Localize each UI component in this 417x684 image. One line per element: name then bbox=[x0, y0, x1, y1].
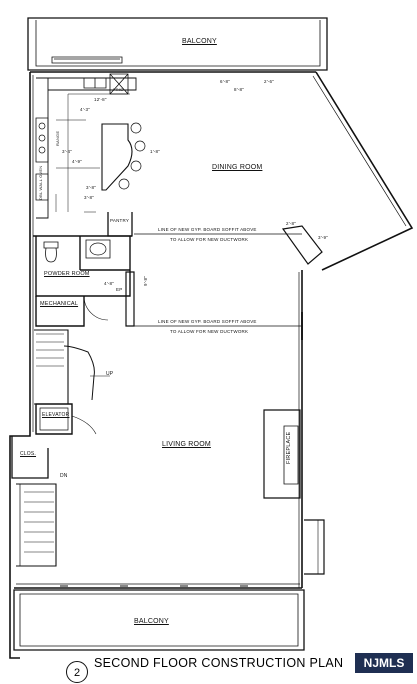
exterior-wall-left bbox=[9, 72, 31, 659]
powder-room-walls bbox=[35, 236, 131, 297]
dim-label: 3'-8" bbox=[86, 185, 96, 190]
fireplace-outline bbox=[263, 409, 301, 499]
ep-label: EP bbox=[116, 287, 123, 292]
plan-title: SECOND FLOOR CONSTRUCTION PLAN bbox=[94, 656, 344, 670]
closet-walls bbox=[11, 436, 49, 479]
njmls-logo: NJMLS bbox=[355, 653, 413, 673]
dim-label: 8'-8" bbox=[234, 87, 244, 92]
soffit-note-1b: TO ALLOW FOR NEW DUCTWORK bbox=[170, 237, 249, 242]
dim-label: 9'-8" bbox=[143, 276, 148, 286]
fireplace-label: FIREPLACE bbox=[286, 431, 292, 464]
soffit-note-2b: TO ALLOW FOR NEW DUCTWORK bbox=[170, 329, 249, 334]
frig-label: FRIG bbox=[113, 87, 124, 92]
elevator-shaft bbox=[35, 403, 73, 435]
elevator-door-swing bbox=[71, 415, 97, 435]
dim-label: 6'-8" bbox=[220, 79, 230, 84]
wall-oven bbox=[35, 173, 49, 201]
stair-up-rail bbox=[63, 345, 95, 401]
exterior-wall-angled-inner bbox=[312, 75, 407, 227]
dim-label: 2'-8" bbox=[286, 221, 296, 226]
balcony-top-label: BALCONY bbox=[182, 38, 217, 45]
dim-label: 3'-9" bbox=[318, 235, 328, 240]
dim-label: 4'-8" bbox=[104, 281, 114, 286]
pantry-label: PANTRY bbox=[110, 218, 130, 223]
fireplace-inner bbox=[283, 425, 299, 485]
balcony-bottom-outline bbox=[13, 589, 305, 651]
elevator-label: ELEVATOR bbox=[42, 412, 70, 418]
dim-label: 4'-9" bbox=[72, 159, 82, 164]
range-label: RANGE bbox=[55, 130, 60, 146]
soffit-note-2a: LINE OF NEW GYP. BOARD SOFFIT ABOVE bbox=[158, 319, 257, 324]
window-top bbox=[51, 56, 123, 64]
dining-room-label: DINING ROOM bbox=[212, 164, 263, 171]
dim-label: 12'-8" bbox=[94, 97, 107, 102]
angled-corner-wall bbox=[281, 225, 323, 265]
mechanical-label: MECHANICAL bbox=[40, 301, 79, 307]
kitchen-sink bbox=[83, 77, 107, 89]
door-swing bbox=[83, 295, 109, 321]
plan-number-circle: 2 bbox=[66, 661, 88, 683]
soffit-note-1a: LINE OF NEW GYP. BOARD SOFFIT ABOVE bbox=[158, 227, 257, 232]
toilet bbox=[43, 241, 59, 263]
dim-label: 2'-6" bbox=[264, 79, 274, 84]
kitchen-island bbox=[101, 123, 133, 191]
powder-room-label: POWDER ROOM bbox=[44, 271, 90, 277]
dim-label: 1'-8" bbox=[150, 149, 160, 154]
balcony-bottom-railing bbox=[19, 593, 299, 647]
stair-up bbox=[34, 329, 69, 405]
stair-up-label: UP bbox=[106, 371, 114, 377]
stair-down bbox=[16, 483, 57, 567]
dim-label: 3'-4" bbox=[62, 149, 72, 154]
wall-oven-label: DBL WALL OVEN bbox=[38, 165, 43, 200]
balcony-top-railing bbox=[35, 20, 321, 67]
dim-label: 4'-3" bbox=[80, 107, 90, 112]
exterior-wall-angled bbox=[315, 71, 414, 271]
vanity bbox=[85, 239, 111, 259]
living-room-label: LIVING ROOM bbox=[162, 441, 211, 448]
balcony-top-outline bbox=[27, 17, 328, 71]
closet-label: CLOS. bbox=[20, 451, 37, 457]
balcony-bottom-label: BALCONY bbox=[134, 618, 169, 625]
stair-down-label: DN bbox=[60, 473, 68, 479]
dim-label: 3'-8" bbox=[84, 195, 94, 200]
pantry-walls bbox=[107, 212, 133, 237]
bay-window bbox=[304, 519, 325, 575]
range-top bbox=[35, 117, 49, 163]
